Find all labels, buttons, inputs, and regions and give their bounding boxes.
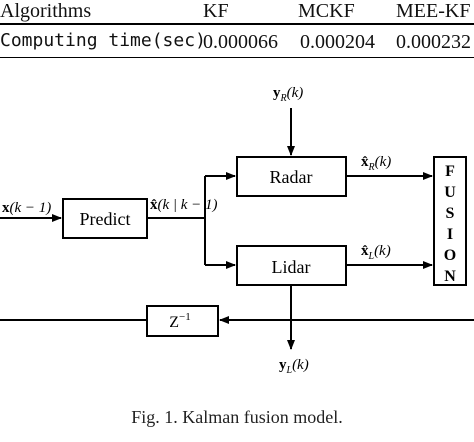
table-header-mee-kf: MEE-KF bbox=[396, 0, 471, 22]
xr-label: x̂R(k) bbox=[361, 154, 391, 173]
xl-args: (k) bbox=[374, 243, 391, 259]
table-header-algorithms: Algorithms bbox=[0, 0, 92, 22]
predicted-args: (k | k − 1) bbox=[158, 197, 218, 213]
yl-sub: L bbox=[286, 365, 293, 376]
input-main: x bbox=[2, 200, 10, 216]
xl-main: x̂ bbox=[361, 243, 369, 259]
fusion-letter: S bbox=[446, 205, 455, 222]
xl-sub: L bbox=[368, 251, 375, 262]
yr-args: (k) bbox=[287, 85, 304, 101]
fusion-letter: I bbox=[447, 226, 453, 243]
table-cell-mee-kf: 0.000232 bbox=[396, 31, 471, 53]
table-header-kf: KF bbox=[203, 0, 229, 22]
delay-main: Z bbox=[169, 314, 179, 331]
delay-label: Z−1 bbox=[169, 311, 191, 331]
predict-label: Predict bbox=[80, 209, 131, 229]
radar-label: Radar bbox=[270, 167, 313, 187]
table-cell-row-label: Computing time(sec) bbox=[0, 30, 206, 51]
predicted-main: x̂ bbox=[150, 197, 158, 213]
input-label: x(k − 1) bbox=[2, 200, 51, 216]
input-args: (k − 1) bbox=[10, 200, 52, 216]
table-cell-kf: 0.000066 bbox=[203, 31, 278, 53]
delay-block bbox=[146, 305, 219, 337]
table-header-mckf: MCKF bbox=[298, 0, 355, 22]
xr-sub: R bbox=[368, 162, 375, 173]
table-rule-bottom bbox=[0, 57, 474, 58]
fusion-label: F U S I O N bbox=[444, 163, 456, 285]
yl-args: (k) bbox=[292, 357, 309, 373]
delay-exponent: −1 bbox=[179, 311, 191, 323]
fusion-letter: N bbox=[444, 268, 456, 285]
fusion-letter: U bbox=[444, 184, 456, 201]
yl-label: yL(k) bbox=[279, 357, 309, 376]
xr-main: x̂ bbox=[361, 154, 369, 170]
table-cell-mckf: 0.000204 bbox=[300, 31, 375, 53]
fusion-letter: F bbox=[445, 163, 455, 180]
figure-caption: Fig. 1. Kalman fusion model. bbox=[131, 407, 343, 427]
table-rule-top bbox=[0, 23, 474, 25]
yl-main: y bbox=[279, 357, 287, 373]
yr-sub: R bbox=[280, 93, 287, 104]
predicted-label: x̂(k | k − 1) bbox=[150, 197, 218, 213]
yr-label: yR(k) bbox=[273, 85, 303, 104]
xr-args: (k) bbox=[375, 154, 392, 170]
lidar-label: Lidar bbox=[272, 257, 311, 277]
fusion-letter: O bbox=[444, 247, 456, 264]
fusion-block bbox=[433, 156, 467, 286]
xl-label: x̂L(k) bbox=[361, 243, 391, 262]
yr-main: y bbox=[273, 85, 281, 101]
